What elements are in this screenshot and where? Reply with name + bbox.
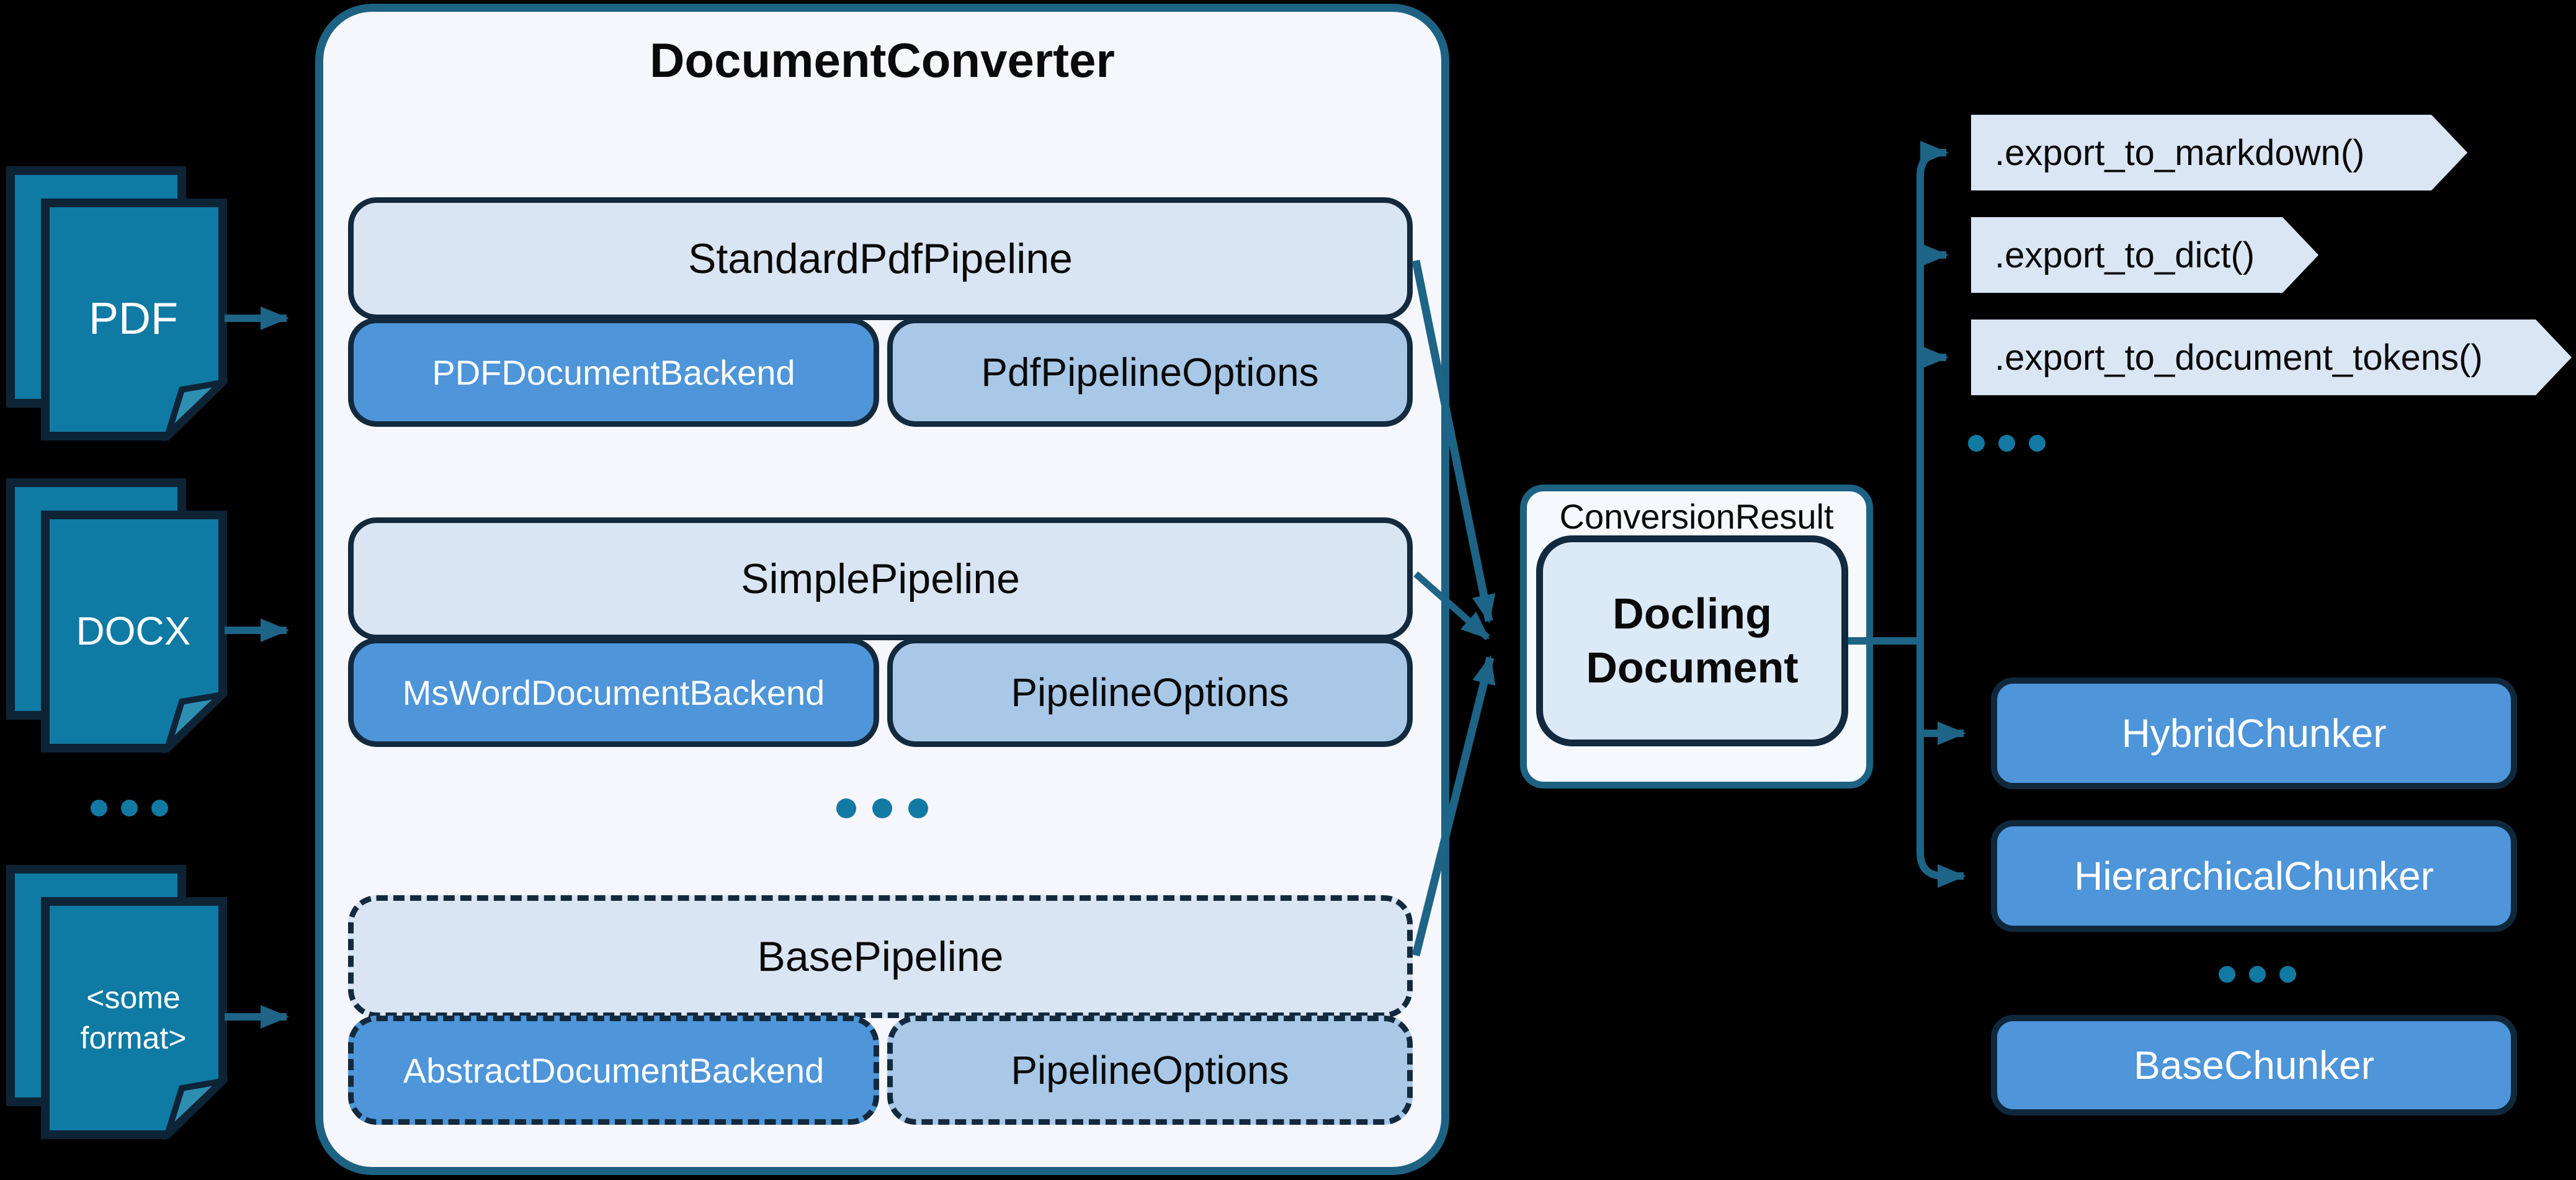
- docling-document-box: Docling Document: [1536, 535, 1848, 746]
- source-label-pdf: PDF: [89, 294, 178, 344]
- pdf-document-stack-icon: [6, 166, 228, 441]
- source-label-docx: DOCX: [76, 609, 191, 654]
- msword-document-backend-box: MsWordDocumentBackend: [348, 638, 879, 747]
- abstract-document-backend-box: AbstractDocumentBackend: [348, 1016, 879, 1125]
- pdf-document-backend-box: PDFDocumentBackend: [348, 318, 879, 427]
- chunkers-ellipsis: [2219, 966, 2296, 983]
- docling-document-line1: Docling: [1612, 589, 1772, 638]
- document-converter-title: DocumentConverter: [650, 33, 1115, 87]
- export-to-markdown-pennant: .export_to_markdown(): [1971, 115, 2467, 190]
- standard-pdf-pipeline-box: StandardPdfPipeline: [348, 197, 1413, 320]
- simple-pipeline-box: SimplePipeline: [348, 517, 1413, 640]
- arrow-to-export-markdown: [1916, 141, 1949, 186]
- docling-document-line2: Document: [1586, 643, 1799, 692]
- pdf-pipeline-options-box: PdfPipelineOptions: [887, 318, 1413, 427]
- conversion-result-label: ConversionResult: [1559, 497, 1834, 536]
- pipelines-ellipsis: [836, 798, 928, 818]
- hybrid-chunker-box: HybridChunker: [1991, 677, 2517, 789]
- base-chunker-box: BaseChunker: [1991, 1015, 2517, 1115]
- sources-ellipsis: [91, 800, 168, 816]
- docx-document-stack-icon: [6, 478, 228, 753]
- base-pipeline-box: BasePipeline: [348, 895, 1413, 1018]
- export-to-document-tokens-pennant: .export_to_document_tokens(): [1971, 320, 2572, 395]
- pipeline-options-box: PipelineOptions: [887, 638, 1413, 747]
- arrow-to-hierarchical-chunker: [1916, 841, 1966, 888]
- some-format-document-stack-icon: [6, 865, 228, 1140]
- exports-ellipsis: [1968, 435, 2046, 452]
- base-pipeline-options-box: PipelineOptions: [887, 1016, 1413, 1125]
- export-to-dict-pennant: .export_to_dict(): [1971, 217, 2319, 293]
- hierarchical-chunker-box: HierarchicalChunker: [1991, 820, 2517, 932]
- source-label-some-format: <some format>: [80, 980, 187, 1055]
